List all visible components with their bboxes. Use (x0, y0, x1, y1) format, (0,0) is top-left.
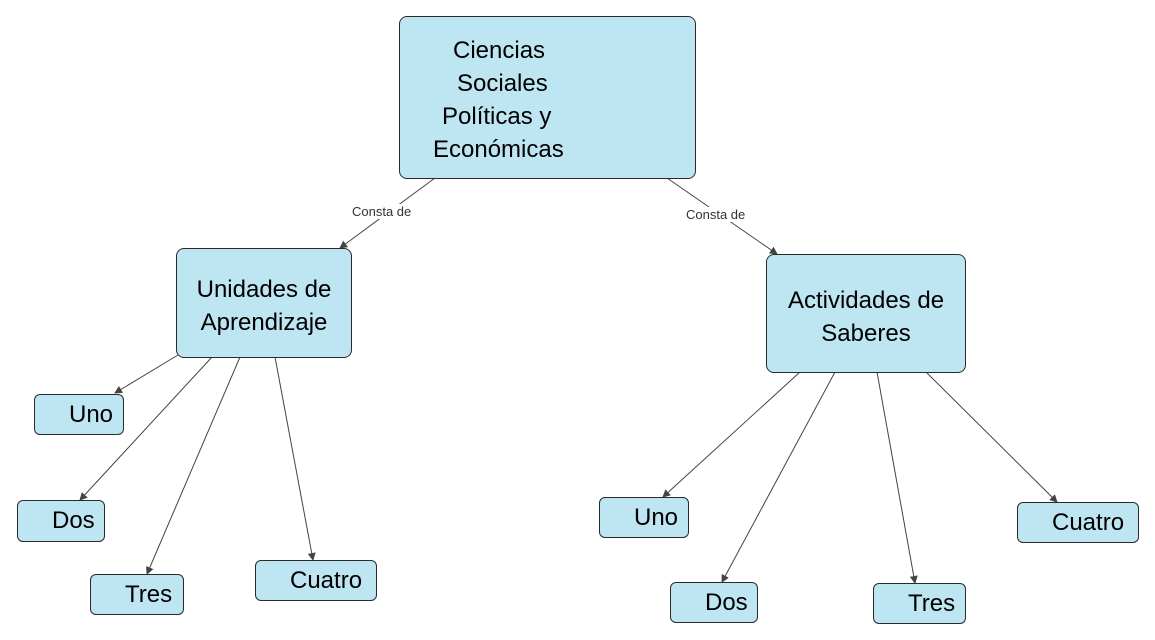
root-line: Políticas y (442, 103, 552, 130)
link-left-dos (79, 356, 213, 501)
left-leaf-tres[interactable]: Tres (90, 574, 184, 615)
right-leaf-tres[interactable]: Tres (873, 583, 966, 624)
right-leaf-dos[interactable]: Dos (670, 582, 758, 623)
right-leaf-uno[interactable]: Uno (599, 497, 689, 538)
left-leaf-cuatro[interactable]: Cuatro (255, 560, 377, 601)
node-line: Saberes (821, 320, 911, 347)
root-line: Económicas (433, 136, 564, 163)
node-line: Actividades de (787, 287, 945, 314)
root-line: Sociales (457, 70, 548, 97)
link-label-right: Consta de (684, 207, 748, 222)
root-line: Ciencias (453, 37, 546, 64)
left-leaf-dos[interactable]: Dos (17, 500, 105, 542)
node-line: Unidades de (196, 276, 332, 303)
link-label-left: Consta de (350, 204, 414, 219)
right-leaf-cuatro[interactable]: Cuatro (1017, 502, 1139, 543)
left-leaf-uno[interactable]: Uno (34, 394, 124, 435)
node-actividades-de-saberes[interactable]: Actividades de Saberes (766, 254, 966, 373)
link-right-tres (876, 371, 918, 584)
link-right-dos (721, 371, 836, 583)
link-right-uno (662, 371, 801, 498)
root-node[interactable]: Ciencias Sociales Políticas y Económicas (399, 16, 696, 179)
link-left-uno (114, 354, 179, 394)
link-right-cuatro (925, 371, 1058, 503)
node-unidades-de-aprendizaje[interactable]: Unidades de Aprendizaje (176, 248, 352, 358)
link-left-cuatro (274, 356, 316, 561)
node-line: Aprendizaje (200, 309, 328, 336)
link-left-tres (146, 356, 241, 575)
